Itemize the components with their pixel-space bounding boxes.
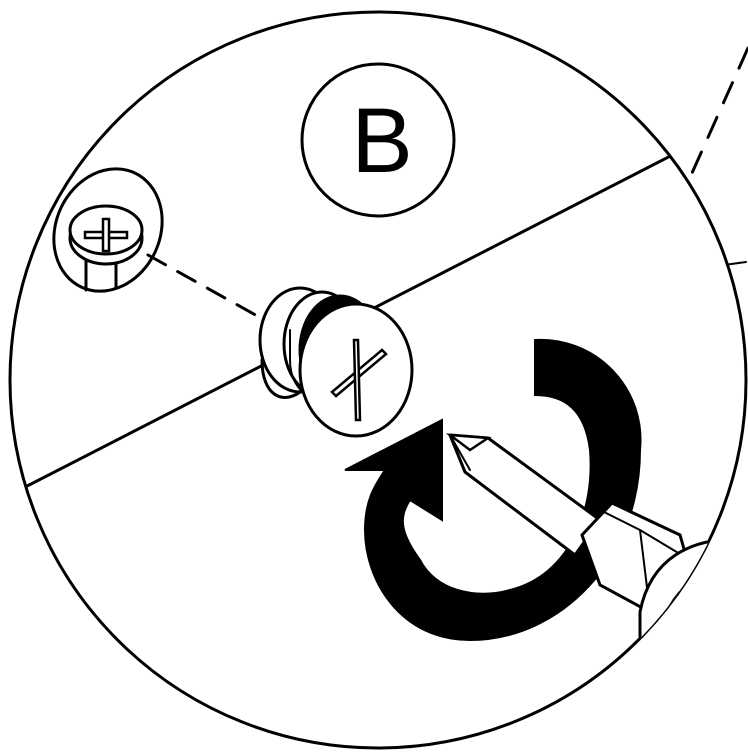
label-badge: B [302,64,454,216]
label-b: B [351,90,412,192]
guide-line-outside [688,48,748,182]
